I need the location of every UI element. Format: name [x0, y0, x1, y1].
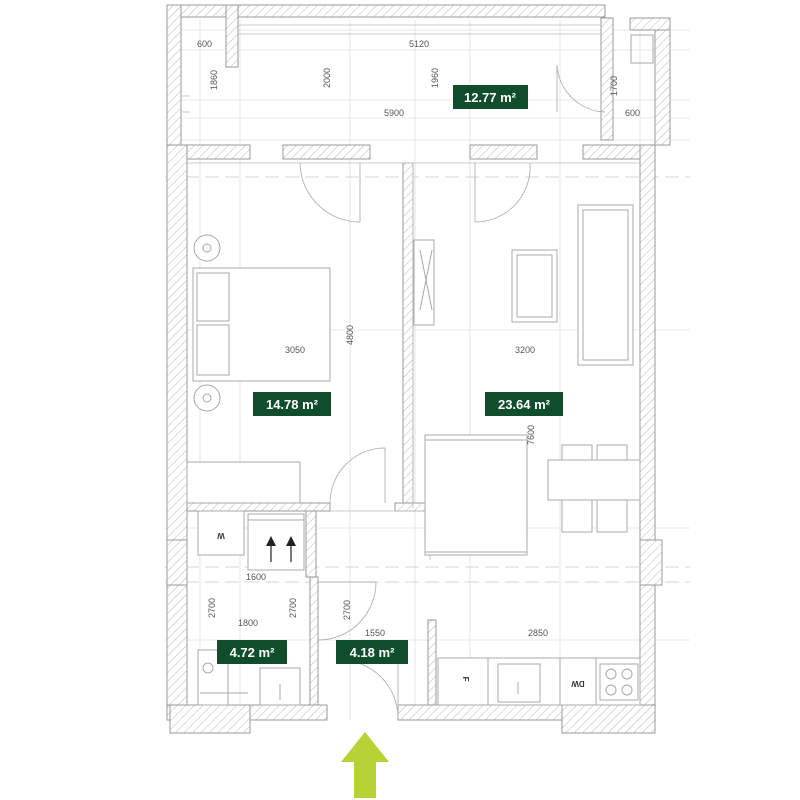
dim-1960: 1960	[430, 68, 440, 88]
dim-7600: 7600	[526, 425, 536, 445]
washer-label: W	[217, 531, 225, 540]
dim-2700-bath-right: 2700	[288, 598, 298, 618]
area-badge-bedroom: 14.78 m²	[253, 392, 331, 416]
dim-1860: 1860	[209, 70, 219, 90]
area-badge-hall: 4.18 m²	[336, 640, 408, 664]
dim-2850: 2850	[528, 628, 548, 638]
shaft-arrows	[266, 536, 296, 562]
dim-600-top: 600	[197, 39, 212, 49]
area-badge-balcony: 12.77 m²	[453, 85, 528, 109]
dim-3200: 3200	[515, 345, 535, 355]
dim-600-right: 600	[625, 108, 640, 118]
dim-1700: 1700	[609, 76, 619, 96]
dishwasher-label: DW	[571, 679, 585, 688]
dim-2700-hall: 2700	[342, 600, 352, 620]
area-bathroom: 4.72 m²	[230, 645, 275, 660]
dim-4800: 4800	[345, 325, 355, 345]
dim-3050: 3050	[285, 345, 305, 355]
area-balcony: 12.77 m²	[464, 90, 517, 105]
area-hall: 4.18 m²	[350, 645, 395, 660]
doors	[299, 162, 531, 719]
dimension-labels: 600 5120 1860 2000 1960 1700 600 5900 30…	[197, 39, 640, 638]
balcony	[166, 4, 671, 146]
kitchen	[437, 657, 641, 706]
dim-5120: 5120	[409, 39, 429, 49]
dim-1550: 1550	[365, 628, 385, 638]
dim-1600: 1600	[246, 572, 266, 582]
appliance-labels: W F DW	[217, 531, 585, 688]
bathroom-fixtures	[197, 510, 305, 706]
fridge-label: F	[461, 677, 470, 682]
dim-1800: 1800	[238, 618, 258, 628]
bedroom-furniture	[186, 234, 331, 504]
entrance-arrow-icon	[341, 732, 389, 798]
dim-2000: 2000	[322, 68, 332, 88]
up-arrow-icon	[266, 536, 276, 546]
area-bedroom: 14.78 m²	[266, 397, 319, 412]
area-living: 23.64 m²	[498, 397, 551, 412]
area-badge-living: 23.64 m²	[485, 392, 563, 416]
dim-5900: 5900	[384, 108, 404, 118]
living-furniture	[413, 204, 641, 556]
area-badge-bathroom: 4.72 m²	[217, 640, 287, 664]
apartment-walls	[166, 144, 663, 734]
up-arrow-icon	[286, 536, 296, 546]
dim-2700-bath-left: 2700	[207, 598, 217, 618]
